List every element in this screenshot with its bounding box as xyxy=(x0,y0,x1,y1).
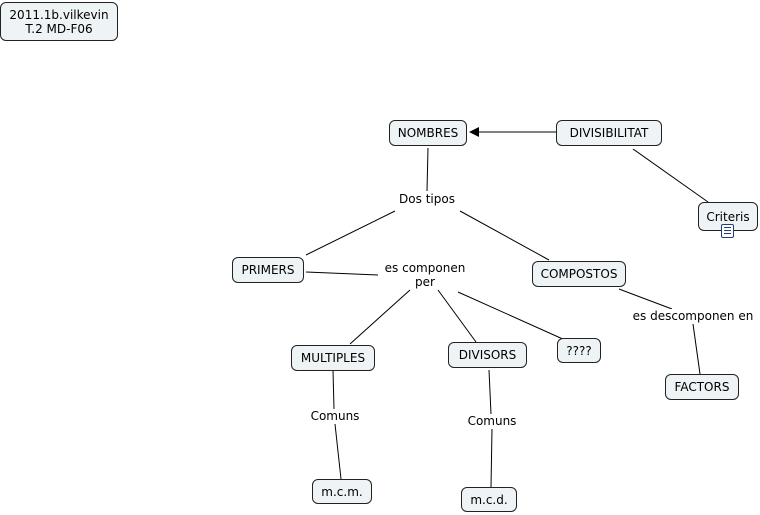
concept-nombres-label: NOMBRES xyxy=(397,126,459,140)
concept-mcm[interactable]: m.c.m. xyxy=(312,479,372,504)
concept-primers[interactable]: PRIMERS xyxy=(232,257,304,283)
concept-factors-label: FACTORS xyxy=(674,380,730,394)
linking-phrase-comuns-multiples: Comuns xyxy=(305,409,365,423)
link-multiples-comuns xyxy=(332,369,335,410)
concept-mcd-label: m.c.d. xyxy=(470,492,508,507)
concept-multiples[interactable]: MULTIPLES xyxy=(291,345,375,371)
concept-mcm-label: m.c.m. xyxy=(321,484,363,499)
link-nombres-dostipos xyxy=(426,147,429,192)
linking-phrase-comuns-divisors: Comuns xyxy=(462,414,522,428)
concept-mcd[interactable]: m.c.d. xyxy=(461,487,517,512)
map-title-line1: 2011.1b.vilkevin xyxy=(9,7,109,22)
concept-factors[interactable]: FACTORS xyxy=(665,374,739,400)
concept-divisors-label: DIVISORS xyxy=(458,348,517,362)
linking-phrase-dos-tipos: Dos tipos xyxy=(392,192,462,206)
link-divisors-comuns xyxy=(488,369,492,415)
link-comuns-mcd xyxy=(490,428,493,488)
link-dostipos-compostos xyxy=(459,210,550,261)
concept-unknown[interactable]: ???? xyxy=(557,338,601,363)
link-divisibilitat-criteris xyxy=(632,148,709,203)
map-title-line2: T.2 MD-F06 xyxy=(25,21,93,36)
linking-phrase-es-componen-per: es componen per xyxy=(378,261,472,289)
document-icon[interactable] xyxy=(721,224,734,238)
concept-divisors[interactable]: DIVISORS xyxy=(448,342,527,368)
map-title[interactable]: 2011.1b.vilkevin T.2 MD-F06 xyxy=(0,2,118,41)
concept-unknown-label: ???? xyxy=(566,343,592,358)
concept-divisibilitat[interactable]: DIVISIBILITAT xyxy=(556,120,662,146)
linking-phrase-es-descomponen-en: es descomponen en xyxy=(628,309,758,323)
link-escomponen-divisors xyxy=(437,289,477,343)
link-dostipos-primers xyxy=(305,210,396,256)
link-primers-escomponen xyxy=(305,271,379,276)
document-icon-lines xyxy=(724,227,731,235)
concept-nombres[interactable]: NOMBRES xyxy=(389,120,467,146)
link-escomponen-multiples xyxy=(349,289,411,345)
linking-phrase-es-componen-line2: per xyxy=(415,275,435,289)
linking-phrase-es-componen-line1: es componen xyxy=(384,261,466,275)
concept-criteris-label: Criteris xyxy=(706,209,750,224)
concept-primers-label: PRIMERS xyxy=(241,263,295,277)
concept-compostos-label: COMPOSTOS xyxy=(540,267,618,281)
link-compostos-esdescomponen xyxy=(618,288,673,310)
concept-compostos[interactable]: COMPOSTOS xyxy=(532,261,626,287)
link-comuns-mcm xyxy=(334,423,342,480)
concept-multiples-label: MULTIPLES xyxy=(300,351,366,365)
concept-divisibilitat-label: DIVISIBILITAT xyxy=(569,126,649,140)
link-escomponen-unknown xyxy=(457,291,566,341)
link-esdescomponen-factors xyxy=(692,323,701,375)
